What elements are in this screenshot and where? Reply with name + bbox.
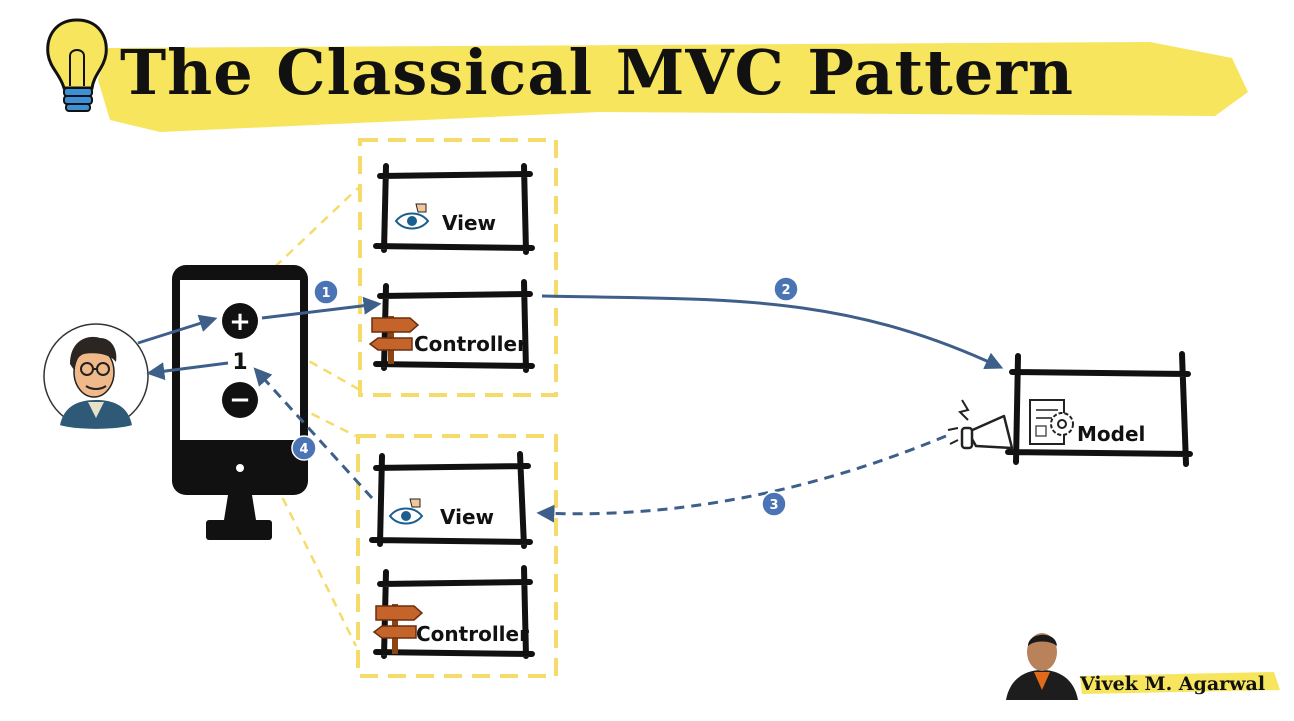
eye-icon	[388, 498, 424, 525]
svg-text:1: 1	[321, 286, 330, 301]
megaphone-icon	[947, 399, 1014, 450]
bottom-mvc-group	[356, 434, 558, 678]
minus-symbol: −	[229, 385, 251, 415]
monitor-power-dot	[236, 464, 244, 472]
bottom-view-label: View	[440, 505, 494, 529]
bottom-controller-box: Controller	[372, 565, 535, 659]
svg-text:4: 4	[299, 442, 308, 457]
bottom-view-box: View	[369, 451, 533, 549]
svg-text:2: 2	[781, 283, 790, 298]
top-controller-box: Controller	[368, 279, 535, 373]
arrow-view-to-counter	[253, 367, 374, 500]
author-highlight	[1080, 672, 1280, 694]
arrow-model-to-view	[536, 434, 947, 523]
step-badge-3: 3	[761, 491, 787, 517]
step-badge-4: 4	[291, 435, 317, 461]
document-gear-icon	[1029, 399, 1074, 445]
model-label: Model	[1077, 422, 1145, 446]
signpost-icon	[368, 316, 420, 364]
top-controller-label: Controller	[414, 332, 527, 356]
signpost-icon	[372, 604, 424, 654]
page-title: The Classical MVC Pattern	[120, 36, 1074, 109]
arrow-controller-to-model	[541, 294, 1004, 370]
top-view-box: View	[373, 163, 535, 255]
plus-symbol: +	[229, 307, 251, 337]
user-avatar-icon	[43, 323, 149, 429]
eye-icon	[394, 203, 430, 230]
author-signature: Vivek M. Agarwal	[1006, 633, 1280, 700]
counter-display: 1	[232, 350, 247, 375]
increment-button[interactable]: +	[222, 303, 258, 339]
svg-text:3: 3	[769, 498, 778, 513]
author-photo	[1006, 633, 1078, 700]
model-box: Model	[1005, 351, 1193, 467]
arrow-counter-to-user	[146, 361, 229, 381]
arrow-plus-to-controller	[261, 296, 382, 320]
top-view-label: View	[442, 211, 496, 235]
author-name: Vivek M. Agarwal	[1079, 673, 1265, 695]
bottom-controller-label: Controller	[416, 622, 529, 646]
arrow-user-to-plus	[137, 314, 218, 345]
computer-monitor: + 1 −	[172, 265, 308, 540]
decrement-button[interactable]: −	[222, 382, 258, 418]
step-badge-1: 1	[313, 279, 339, 305]
title-highlight	[98, 42, 1248, 132]
step-badge-2: 2	[773, 276, 799, 302]
lightbulb-icon	[46, 18, 108, 112]
flow-arrows	[137, 294, 1004, 523]
top-mvc-group	[358, 138, 558, 397]
title-banner: The Classical MVC Pattern	[98, 36, 1248, 132]
